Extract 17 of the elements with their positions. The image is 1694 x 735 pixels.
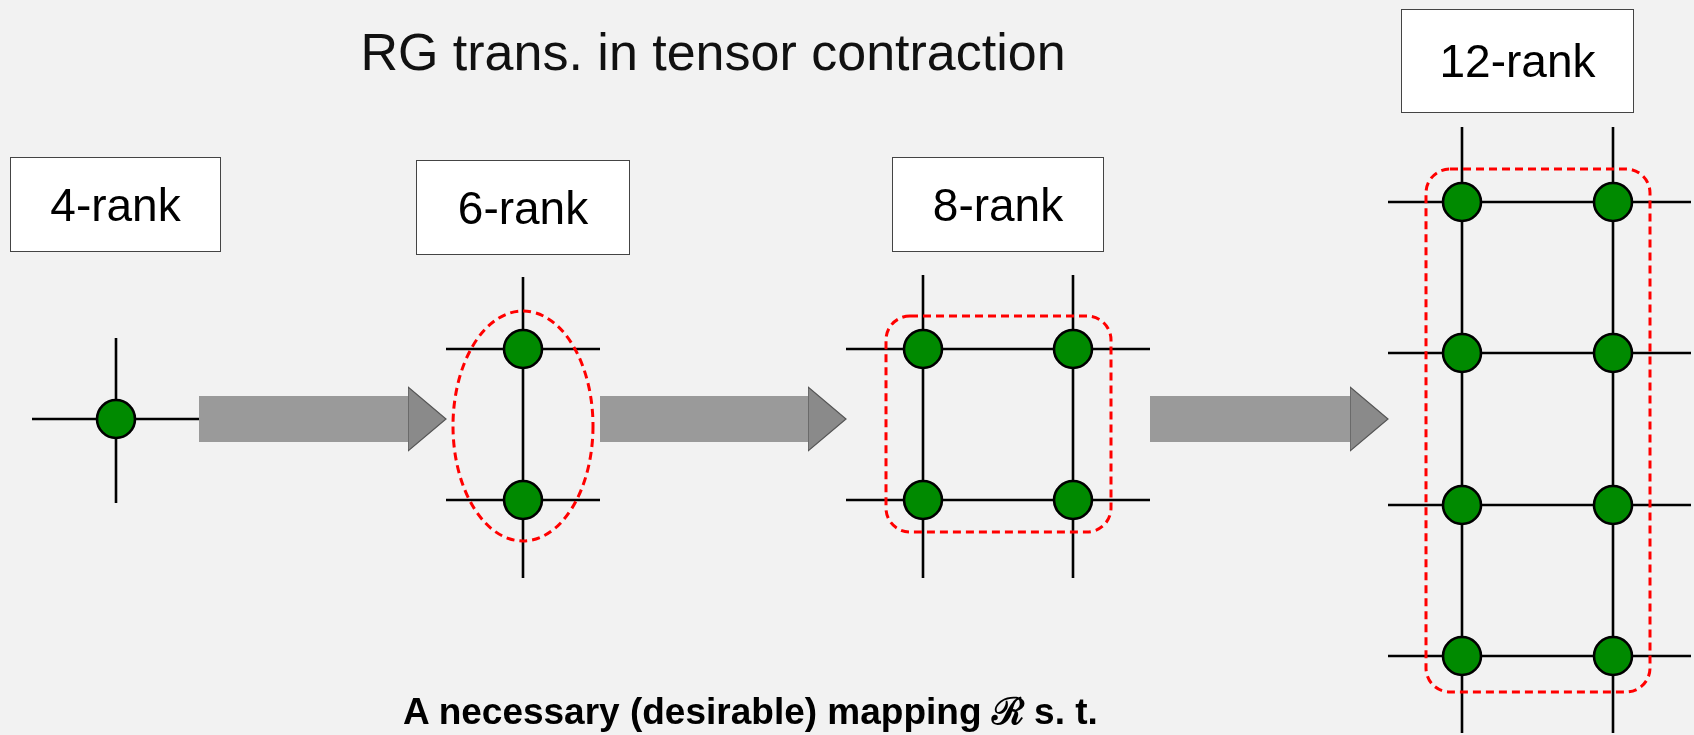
tensor-network-drawing [1388,127,1691,733]
label-box [10,157,221,252]
tensor-network-drawing [846,275,1150,578]
label-box [892,157,1104,252]
label-box [416,160,630,255]
rank-label: 12-rank [1439,34,1596,88]
rank-label: 4-rank [50,177,181,232]
title: RG trans. in tensor contraction [359,22,1067,82]
note-text: A necessary (desirable) mapping ℛ s. t. [403,690,1098,734]
label-box [1401,9,1634,113]
tensor-network-drawing [32,338,199,503]
rank-label: 6-rank [457,180,589,235]
rank-label: 8-rank [932,177,1064,232]
block-arrow [1150,386,1389,452]
tensor-network-drawing [446,277,600,578]
block-arrow [199,386,447,452]
block-arrow [600,386,847,452]
